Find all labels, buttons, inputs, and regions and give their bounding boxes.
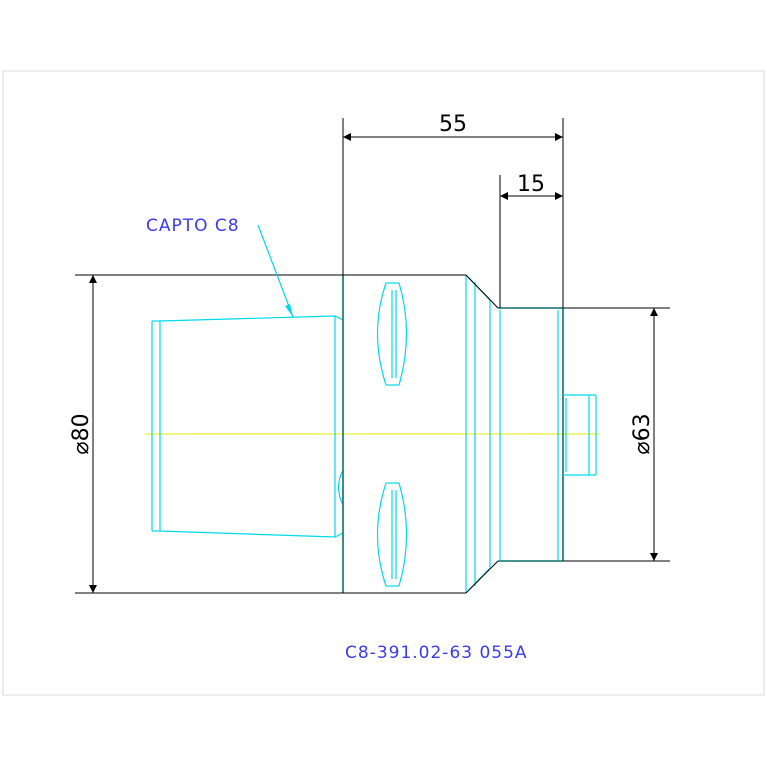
- slot-lower: [376, 482, 408, 587]
- dimension-15-label: 15: [517, 172, 545, 197]
- part-number: C8-391.02-63 055A: [345, 643, 528, 663]
- dimension-15: 15: [499, 172, 563, 308]
- slot-upper: [376, 282, 408, 386]
- shank: [498, 307, 564, 562]
- dimension-d63: ⌀63: [630, 308, 658, 561]
- dimension-55: 55: [342, 112, 564, 308]
- capto-label: CAPTO C8: [146, 216, 240, 236]
- end-stub: [563, 394, 597, 476]
- leader-arrow-icon: [285, 304, 293, 317]
- capto-coupling: [151, 315, 344, 538]
- drawing-frame: [2, 70, 765, 696]
- capto-label-callout: CAPTO C8: [146, 216, 294, 318]
- dimension-d63-label: ⌀63: [630, 413, 655, 454]
- outer-contour: [75, 274, 670, 594]
- flange-body: [342, 274, 491, 594]
- dimension-55-label: 55: [439, 112, 467, 137]
- dimension-d80: ⌀80: [69, 275, 97, 593]
- dimension-d80-label: ⌀80: [69, 413, 94, 454]
